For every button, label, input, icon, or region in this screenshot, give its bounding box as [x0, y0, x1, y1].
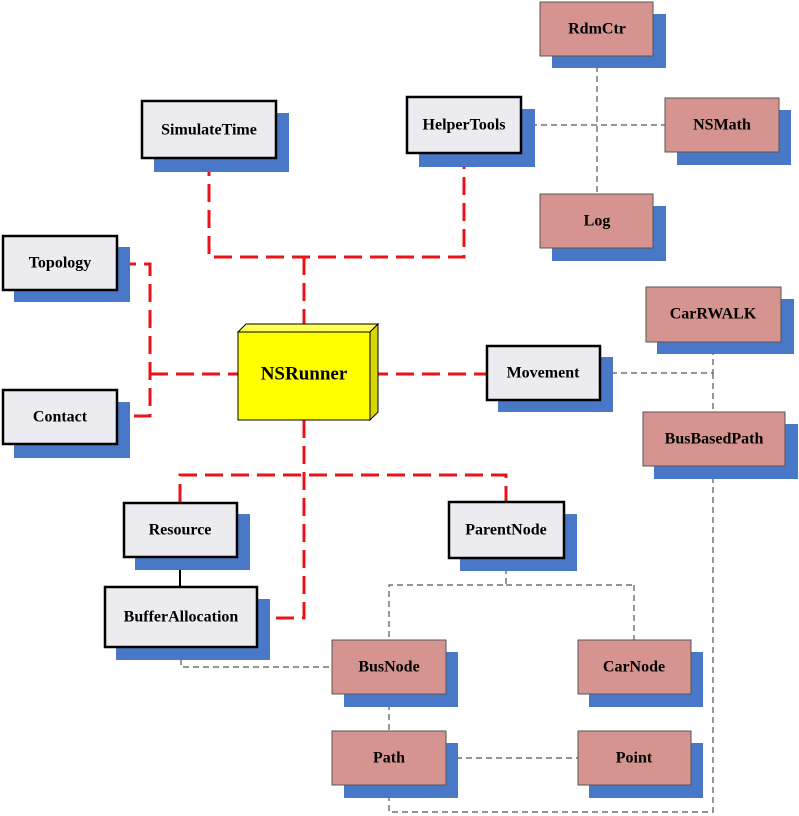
log-box [539, 193, 654, 249]
node-topology: Topology [1, 234, 130, 302]
node-rdmctr: RdmCtr [539, 1, 666, 68]
parentnode-box [447, 500, 566, 560]
nsrunner-box-front [237, 331, 371, 421]
node-nsrunner: NSRunner [236, 322, 380, 422]
node-busnode: BusNode [331, 639, 458, 707]
busbasedpath-label: BusBasedPath [665, 431, 764, 448]
log-label: Log [584, 213, 611, 230]
point-box [577, 730, 692, 786]
carnode-box [577, 639, 692, 695]
connector-topology [118, 262, 152, 418]
bufferallocation-label: BufferAllocation [124, 609, 239, 626]
resource-label: Resource [149, 522, 212, 539]
busnode-box [331, 639, 447, 695]
resource-box [122, 501, 239, 559]
connector-simulatetime-helpertools [207, 153, 466, 259]
topology-label: Topology [29, 255, 92, 272]
node-busbasedpath: BusBasedPath [642, 411, 798, 479]
node-bufferallocation: BufferAllocation [103, 585, 270, 660]
busbasedpath-box [642, 411, 786, 467]
node-resource: Resource [122, 501, 250, 570]
carrwalk-box [645, 286, 782, 343]
movement-box [485, 344, 602, 402]
busnode-label: BusNode [358, 659, 419, 676]
nsrunner-box-top [236, 323, 380, 333]
node-carrwalk: CarRWALK [645, 286, 794, 354]
nsrunner-label: NSRunner [261, 364, 348, 385]
contact-box [1, 388, 119, 446]
helpertools-label: HelperTools [423, 117, 506, 134]
simulatetime-box [140, 99, 278, 160]
topology-box [1, 234, 119, 292]
carrwalk-label: CarRWALK [670, 306, 757, 323]
nsmath-box [664, 97, 780, 153]
node-movement: Movement [485, 344, 613, 412]
path-box [331, 730, 447, 786]
carnode-label: CarNode [603, 659, 665, 676]
movement-label: Movement [507, 365, 581, 382]
node-log: Log [539, 193, 666, 261]
rdmctr-label: RdmCtr [568, 21, 626, 38]
rdmctr-box [539, 1, 654, 57]
point-label: Point [616, 750, 653, 767]
dependency-connectors [118, 153, 508, 620]
node-path: Path [331, 730, 458, 798]
bufferallocation-box [103, 585, 259, 649]
connector-resource-parentnode [178, 473, 508, 502]
simulatetime-label: SimulateTime [161, 122, 257, 139]
node-carnode: CarNode [577, 639, 703, 707]
connector-nsrunner-bottom [268, 420, 306, 620]
helpertools-box [405, 95, 523, 155]
connector-path-busbasedpath [388, 466, 714, 813]
contact-label: Contact [33, 409, 88, 426]
path-label: Path [373, 750, 405, 767]
node-point: Point [577, 730, 703, 798]
node-contact: Contact [1, 388, 130, 458]
node-simulatetime: SimulateTime [140, 99, 289, 172]
parentnode-label: ParentNode [465, 522, 546, 539]
nsmath-label: NSMath [693, 117, 751, 134]
node-parentnode: ParentNode [447, 500, 577, 571]
node-helpertools: HelperTools [405, 95, 535, 167]
node-nsmath: NSMath [664, 97, 791, 165]
connector-parentnode-tree [388, 558, 507, 640]
nsrunner-box-side [369, 322, 379, 422]
